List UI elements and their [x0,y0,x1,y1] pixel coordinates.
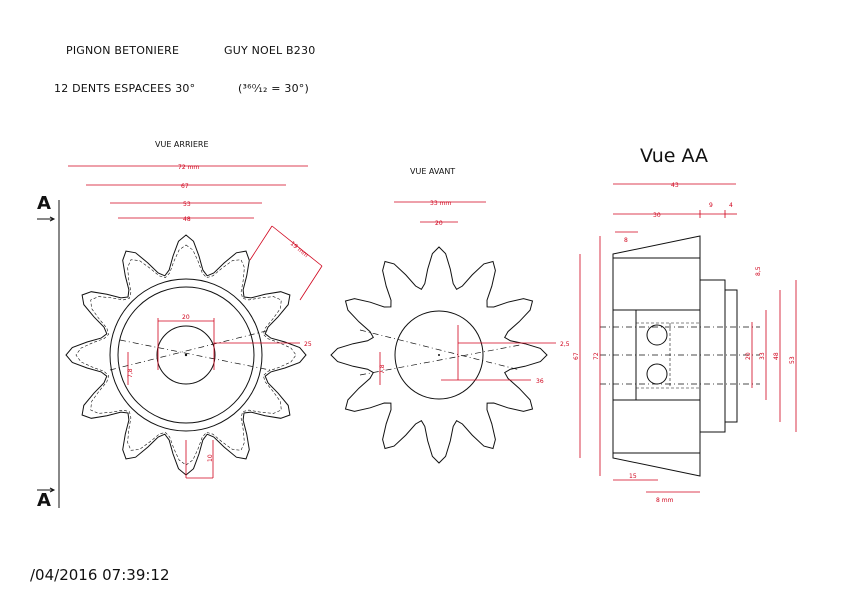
dim-rear-19: 19 mm [289,240,310,259]
dim-sec-8mm: 8 mm [656,497,674,504]
rear-gear [65,234,307,476]
dim-sec-15: 15 [629,473,637,480]
dim-sec-43: 43 [671,182,679,189]
teeth-spec: 12 DENTS ESPACEES 30° [54,82,196,95]
section-marker-top: A [37,193,51,214]
view-title-section: Vue AA [640,145,709,167]
dim-sec-20: 20 [745,352,752,360]
dim-sec-67: 67 [573,352,580,360]
dim-rear-20: 20 [182,314,190,321]
front-gear [330,246,548,464]
angle-formula: (³⁶⁰⁄₁₂ = 30°) [238,82,309,95]
dim-front-78: 7,8 [379,364,386,374]
dim-sec-72: 72 [593,352,600,360]
drawing-title: PIGNON BETONIERE [66,44,180,57]
section-view [600,235,760,477]
section-marker-bottom: A [37,490,51,511]
dim-rear-72: 72 mm [178,164,199,171]
dim-rear-48: 48 [183,216,191,223]
dim-sec-8: 8 [624,237,628,244]
dim-sec-33: 33 [759,352,766,360]
dim-front-20: 20 [435,220,443,227]
dim-rear-53: 53 [183,201,191,208]
dim-rear-25: 25 [304,341,312,348]
timestamp: /04/2016 07:39:12 [30,566,170,584]
dim-sec-9: 9 [709,202,713,209]
view-title-front: VUE AVANT [410,167,456,176]
view-title-rear: VUE ARRIERE [155,140,209,149]
dim-sec-4: 4 [729,202,733,209]
dim-sec-85: 8,5 [755,266,762,276]
drawing-model: GUY NOEL B230 [224,44,316,57]
dims-section [579,183,797,493]
dim-rear-10: 10 [207,454,214,462]
dim-sec-48: 48 [773,352,780,360]
dim-front-33: 33 mm [430,200,451,207]
dim-rear-78: 7,8 [127,368,134,378]
dim-sec-53: 53 [789,356,796,364]
dims-rear [68,165,323,479]
dim-rear-67: 67 [181,183,189,190]
dim-front-36: 36 [536,378,544,385]
dim-front-25: 2,5 [560,341,570,348]
dim-sec-30: 30 [653,212,661,219]
section-line [37,200,60,508]
dims-front [379,201,556,385]
